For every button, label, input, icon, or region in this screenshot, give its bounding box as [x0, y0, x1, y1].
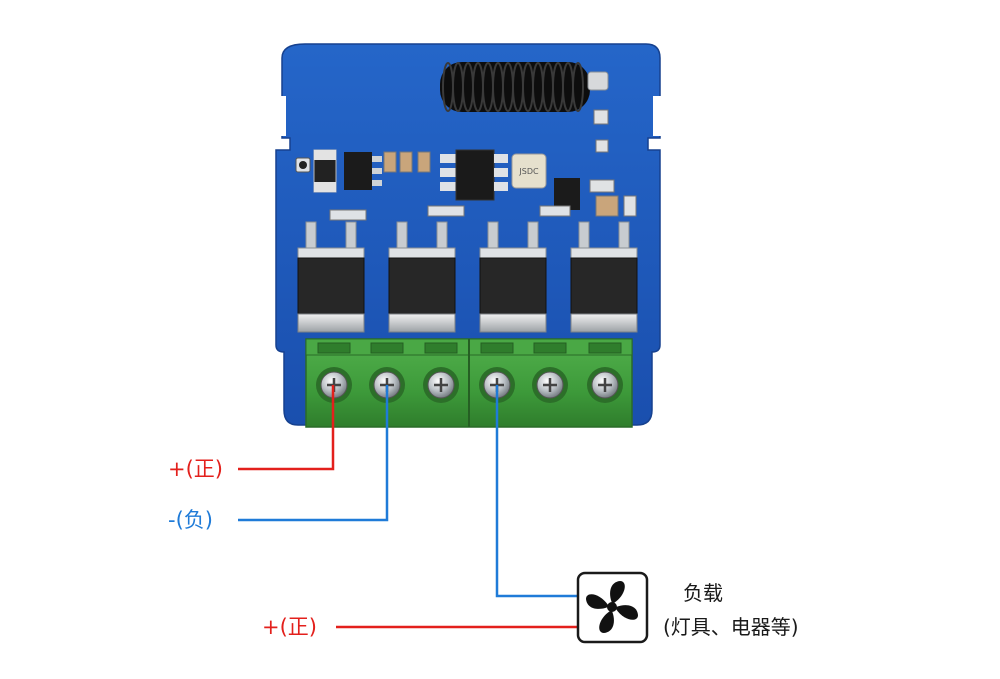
positive-wire: [238, 385, 335, 471]
mosfet-4: [570, 221, 638, 333]
wiring: [238, 385, 578, 629]
mosfet-row: [297, 221, 638, 333]
mosfet-1: [297, 221, 365, 333]
positive-terminal-label: +(正): [168, 457, 223, 481]
load-wire: [495, 385, 578, 598]
terminal-block: [305, 338, 633, 428]
mosfet-3: [479, 221, 547, 333]
crystal-oscillator: [511, 153, 547, 189]
fan-icon: [586, 581, 638, 633]
pcb-outline: [275, 43, 661, 426]
load-positive-label: +(正): [262, 615, 317, 639]
terminal-screw-5: [532, 342, 568, 403]
load-title: 负载: [683, 581, 723, 605]
load-description: (灯具、电器等): [663, 615, 799, 639]
pcb-mount-notch-right: [653, 96, 663, 136]
antenna-pad: [587, 71, 609, 91]
smd-components: JSDC: [295, 109, 637, 221]
load-device: [576, 571, 649, 644]
pcb-mount-notch-left: [276, 96, 286, 136]
mosfet-2: [388, 221, 456, 333]
negative-wire: [238, 385, 389, 522]
antenna-coil: [440, 62, 609, 112]
terminal-screw-6: [587, 342, 623, 403]
negative-terminal-label: -(负): [168, 508, 213, 532]
crystal-marking: JSDC: [518, 167, 539, 176]
pcb-board: [275, 43, 663, 426]
terminal-screw-3: [423, 342, 459, 403]
